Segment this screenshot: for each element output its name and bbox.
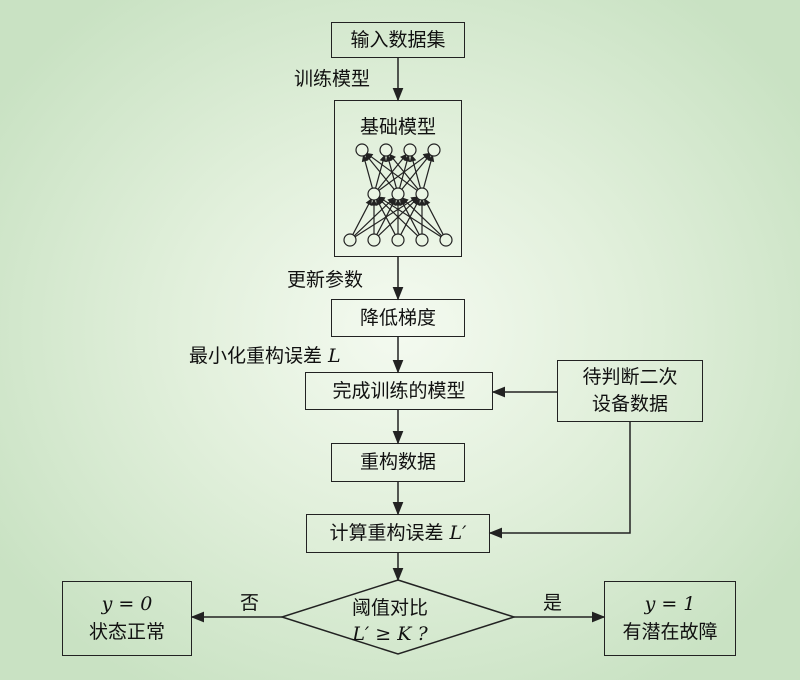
minimize-error-var: L bbox=[328, 345, 341, 367]
decision-label: 阈值对比 L′ ≥ K ? bbox=[295, 590, 485, 654]
reconstruct-data-box: 重构数据 bbox=[331, 443, 465, 482]
decision-line1: 阈值对比 bbox=[351, 597, 428, 620]
reconstruct-data-label: 重构数据 bbox=[359, 451, 436, 474]
nn-connection bbox=[376, 199, 396, 235]
nn-arrowhead bbox=[401, 197, 409, 205]
normal-result-label: 状态正常 bbox=[88, 620, 165, 643]
gradient-descent-box: 降低梯度 bbox=[331, 299, 465, 337]
nn-connection bbox=[362, 155, 374, 189]
trained-model-label: 完成训练的模型 bbox=[332, 379, 466, 402]
nn-arrowhead bbox=[388, 153, 396, 162]
calc-error-var: L′ bbox=[449, 522, 467, 545]
fault-equation: y = 1 bbox=[644, 592, 696, 615]
nn-arrowhead bbox=[424, 198, 431, 206]
arrow-pending-to-calc bbox=[488, 422, 631, 539]
nn-connection bbox=[378, 196, 442, 238]
nn-neuron bbox=[343, 233, 357, 247]
fault-result-box: y = 1 有潜在故障 bbox=[604, 581, 736, 656]
decision-line2: L′ ≥ K ? bbox=[352, 623, 428, 645]
neural-network-icon bbox=[343, 143, 453, 247]
normal-equation: y = 0 bbox=[101, 592, 153, 615]
base-model-box bbox=[334, 100, 462, 257]
calc-error-label: 计算重构误差 bbox=[329, 522, 450, 545]
pending-data-box: 待判断二次 设备数据 bbox=[557, 360, 703, 422]
nn-arrowhead bbox=[427, 154, 435, 163]
nn-arrowhead bbox=[403, 154, 411, 163]
nn-arrowhead bbox=[365, 152, 374, 160]
input-dataset-label: 输入数据集 bbox=[350, 28, 446, 51]
nn-arrowhead bbox=[361, 154, 369, 163]
nn-connection bbox=[401, 197, 443, 237]
update-params-label: 更新参数 bbox=[287, 269, 364, 291]
nn-arrowhead bbox=[377, 196, 386, 204]
nn-connection bbox=[377, 197, 419, 237]
gradient-descent-label: 降低梯度 bbox=[359, 306, 436, 329]
nn-neuron bbox=[427, 143, 441, 157]
trained-model-box: 完成训练的模型 bbox=[305, 372, 493, 410]
input-dataset-box: 输入数据集 bbox=[331, 22, 465, 58]
nn-arrowhead bbox=[394, 198, 402, 206]
nn-arrowhead bbox=[400, 153, 408, 162]
nn-arrowhead bbox=[389, 198, 396, 206]
nn-arrowhead bbox=[418, 198, 426, 206]
nn-neuron bbox=[367, 233, 381, 247]
nn-connection bbox=[422, 155, 434, 189]
pending-data-line1: 待判断二次 bbox=[582, 366, 678, 389]
nn-neuron bbox=[379, 143, 393, 157]
nn-arrowhead bbox=[409, 154, 417, 163]
nn-neuron bbox=[391, 187, 405, 201]
nn-neuron bbox=[355, 143, 369, 157]
normal-result-box: y = 0 状态正常 bbox=[62, 581, 192, 656]
nn-arrowhead bbox=[413, 198, 420, 206]
nn-arrowhead bbox=[379, 154, 387, 163]
nn-connection bbox=[365, 154, 395, 190]
nn-connection bbox=[352, 199, 372, 235]
calc-error-box: 计算重构误差 L′ bbox=[306, 514, 490, 553]
minimize-error-text: 最小化重构误差 bbox=[189, 345, 329, 367]
nn-arrowhead bbox=[424, 153, 432, 162]
nn-neuron bbox=[391, 233, 405, 247]
no-label: 否 bbox=[240, 592, 260, 614]
nn-arrowhead bbox=[365, 198, 372, 206]
nn-neuron bbox=[415, 187, 429, 201]
decision-diamond bbox=[279, 579, 517, 655]
nn-neuron bbox=[439, 233, 453, 247]
nn-connection bbox=[424, 199, 444, 235]
fault-result-label: 有潜在故障 bbox=[622, 620, 718, 643]
pending-data-line2: 设备数据 bbox=[591, 393, 668, 415]
nn-connection bbox=[410, 155, 422, 189]
nn-arrowhead bbox=[370, 198, 378, 206]
nn-neuron bbox=[415, 233, 429, 247]
nn-connection bbox=[366, 153, 418, 191]
yes-label: 是 bbox=[543, 592, 563, 614]
nn-neuron bbox=[403, 143, 417, 157]
base-model-label: 基础模型 bbox=[359, 116, 436, 138]
minimize-error-label: 最小化重构误差 L bbox=[189, 347, 341, 366]
nn-connection bbox=[389, 154, 419, 190]
nn-arrowhead bbox=[385, 154, 393, 163]
train-model-label: 训练模型 bbox=[294, 68, 371, 90]
nn-neuron bbox=[367, 187, 381, 201]
